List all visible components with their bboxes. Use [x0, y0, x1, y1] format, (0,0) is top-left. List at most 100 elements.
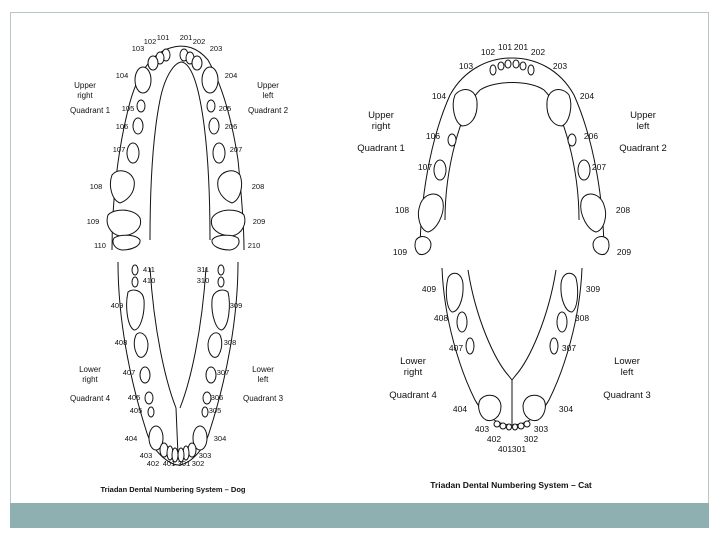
dog-num-407: 407 [123, 368, 136, 377]
cat-tooth-201 [512, 59, 520, 69]
dog-tooth-309 [211, 289, 230, 331]
cat-tooth-303 [523, 420, 531, 428]
cat-lower-symphysis [467, 269, 557, 425]
dog-tooth-307 [205, 366, 217, 384]
dog-num-108: 108 [90, 182, 103, 191]
dog-quadrant-3-label: Quadrant 3 [243, 394, 284, 403]
cat-num-103: 103 [459, 61, 473, 71]
cat-upper-jaw-outline [419, 57, 605, 256]
dog-num-103: 103 [132, 44, 145, 53]
dog-tooth-405 [147, 406, 155, 418]
dog-tooth-407 [139, 366, 151, 384]
dog-num-105: 105 [122, 104, 135, 113]
dog-tooth-108 [109, 170, 135, 204]
dog-tooth-301 [177, 447, 185, 463]
dog-num-207: 207 [230, 145, 243, 154]
cat-tooth-106 [447, 133, 457, 147]
cat-tooth-208 [580, 193, 607, 233]
dog-lower-jaw-outline [117, 261, 239, 466]
dog-tooth-408 [133, 332, 149, 358]
dog-upper-teeth [106, 48, 246, 251]
dog-tooth-210 [211, 234, 240, 251]
dog-tooth-305 [201, 406, 209, 418]
dog-num-405: 405 [130, 406, 143, 415]
dog-tooth-204 [201, 66, 219, 94]
dog-num-107: 107 [113, 145, 126, 154]
dog-num-307: 307 [217, 368, 230, 377]
dog-num-210: 210 [248, 241, 261, 250]
cat-quadrant-2-label: Quadrant 2 [619, 143, 667, 154]
dog-num-401: 401 [163, 459, 176, 468]
dog-tooth-207 [212, 142, 226, 164]
cat-tooth-408 [456, 311, 468, 333]
dog-tooth-308 [207, 332, 223, 358]
dog-num-102: 102 [144, 37, 157, 46]
dog-num-203: 203 [210, 44, 223, 53]
cat-num-303: 303 [534, 424, 548, 434]
dog-num-206: 206 [225, 122, 238, 131]
cat-tooth-307 [549, 337, 559, 355]
dog-num-406: 406 [128, 393, 141, 402]
dog-tooth-110 [112, 234, 141, 251]
cat-tooth-109 [414, 236, 432, 255]
dog-tooth-205 [206, 99, 216, 113]
dog-num-110: 110 [94, 241, 106, 250]
dog-quadrant-1-label: Quadrant 1 [70, 106, 111, 115]
cat-num-403: 403 [475, 424, 489, 434]
dog-num-404: 404 [125, 434, 138, 443]
cat-num-402: 402 [487, 434, 501, 444]
cat-tooth-104 [452, 89, 478, 127]
dog-num-306: 306 [211, 393, 224, 402]
dog-tooth-106 [132, 117, 144, 135]
cat-tooth-308 [556, 311, 568, 333]
dog-tooth-208 [217, 170, 243, 204]
cat-tooth-209 [592, 236, 610, 255]
cat-tooth-403 [493, 420, 501, 428]
dog-num-303: 303 [199, 451, 212, 460]
cat-num-407: 407 [449, 343, 463, 353]
dog-upper-palate [149, 61, 211, 241]
dog-diagram: 101 102 103 104 105 106 107 108 109 110 … [70, 33, 289, 494]
cat-num-106: 106 [426, 131, 440, 141]
dog-num-104: 104 [116, 71, 129, 80]
dog-num-311: 311 [197, 265, 209, 274]
dog-num-109: 109 [87, 217, 100, 226]
cat-num-201: 201 [514, 42, 528, 52]
dog-tooth-404 [148, 425, 164, 451]
cat-caption: Triadan Dental Numbering System – Cat [430, 480, 592, 490]
cat-num-109: 109 [393, 247, 407, 257]
footer-bar [10, 503, 709, 528]
cat-upper-teeth [414, 59, 610, 255]
dog-num-408: 408 [115, 338, 128, 347]
cat-num-108: 108 [395, 205, 409, 215]
dog-tooth-206 [208, 117, 220, 135]
dog-num-101: 101 [157, 33, 170, 42]
dog-num-305: 305 [209, 406, 222, 415]
dog-upper-jaw-outline [111, 45, 245, 251]
cat-num-209: 209 [617, 247, 631, 257]
cat-upper-palate [444, 82, 580, 221]
cat-tooth-402 [499, 422, 507, 430]
cat-tooth-404 [478, 394, 502, 421]
cat-num-304: 304 [559, 404, 573, 414]
cat-diagram: 101 102 103 104 106 107 108 109 201 202 … [357, 42, 667, 490]
dog-num-411: 411 [143, 265, 155, 274]
cat-num-207: 207 [592, 162, 606, 172]
dog-tooth-410 [131, 276, 139, 288]
dog-num-301: 301 [178, 459, 191, 468]
dog-num-304: 304 [214, 434, 227, 443]
dog-tooth-306 [202, 391, 212, 405]
dog-quadrant-4-label: Quadrant 4 [70, 394, 111, 403]
dog-num-205: 205 [219, 104, 232, 113]
cat-num-307: 307 [562, 343, 576, 353]
dog-lower-teeth [126, 264, 230, 463]
cat-num-101: 101 [498, 42, 512, 52]
cat-num-102: 102 [481, 47, 495, 57]
dog-tooth-104 [134, 66, 152, 94]
